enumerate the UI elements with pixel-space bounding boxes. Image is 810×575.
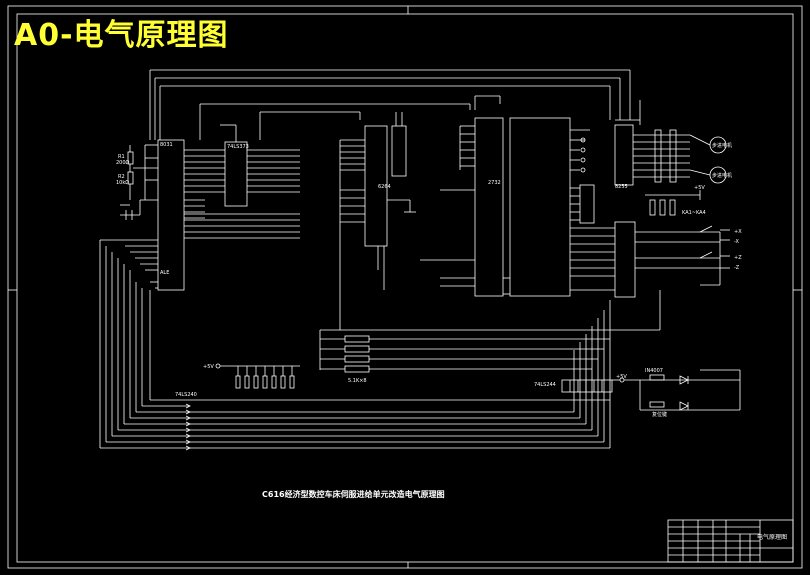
stepper-io-chip [614,124,634,186]
label-relay-z-minus: -Z [734,265,740,271]
opto-driver-block [561,369,741,411]
label-net: 5.1K×8 [348,378,367,384]
label-motor-z: 步进电机 [712,172,732,179]
latch-chip [224,141,248,207]
ram-chip [364,125,388,247]
mcu-chip [157,139,185,291]
reset-circuit [120,144,158,220]
label-r1: R1 [118,154,125,160]
top-bus [149,69,631,140]
label-relay-z-plus: +Z [734,255,742,261]
bus-arrows [185,403,191,451]
drawing-title: A0-电气原理图 [14,18,229,53]
label-r2-val: 10kΩ [116,180,129,186]
mcu-port1-pins [99,239,158,448]
label-ls244: 74LS244 [534,382,556,388]
label-diodes: IN4007 [645,368,663,374]
label-v5-relay: +5V [694,185,705,191]
pull-up-resistors [319,290,661,373]
keyboard-io-chip [509,117,571,297]
stepper-motor-z [709,166,727,184]
label-relay-x-plus: +X [734,229,742,235]
drawing-caption: C616经济型数控车床伺服进给单元改造电气原理图 [262,490,445,499]
label-r1-val: 200Ω [116,160,130,166]
mcu-port0-pins [184,149,225,219]
ram-upper-block [391,125,407,177]
label-r2: R2 [118,174,125,180]
label-latch: 74LS373 [227,144,249,150]
resistor-network [215,363,300,389]
label-mcu: 8031 [160,142,173,148]
latch-outputs [247,149,300,193]
outer-frame [7,5,803,569]
address-high-lines [184,213,300,239]
right-return-bus [190,300,611,449]
label-ls240: 74LS240 [175,392,197,398]
title-block-name: 电气原理图 [757,534,788,541]
eprom-pins [420,125,510,295]
label-eprom: 2732 [488,180,501,186]
label-ram: 6264 [378,184,391,190]
relay-driver-block [570,190,730,298]
port-a-pins [570,129,595,224]
inner-frame [16,13,794,563]
label-v5: +5V [616,374,627,380]
stepper-motor-x [709,136,727,154]
label-vcc: +5V [203,364,214,370]
label-relay-block: KA1~KA4 [682,210,706,216]
label-ale: ALE [160,270,169,276]
eprom-chip [474,117,504,297]
label-reset: 复位键 [652,411,667,418]
label-motor-x: 步进电机 [712,142,732,149]
ram-address-lines [339,139,416,330]
lower-bus [100,290,610,449]
title-block [667,519,794,563]
label-stepper-io: 8255 [615,184,628,190]
stepper-driver-lines [633,129,711,183]
label-relay-x-minus: -X [734,239,740,245]
